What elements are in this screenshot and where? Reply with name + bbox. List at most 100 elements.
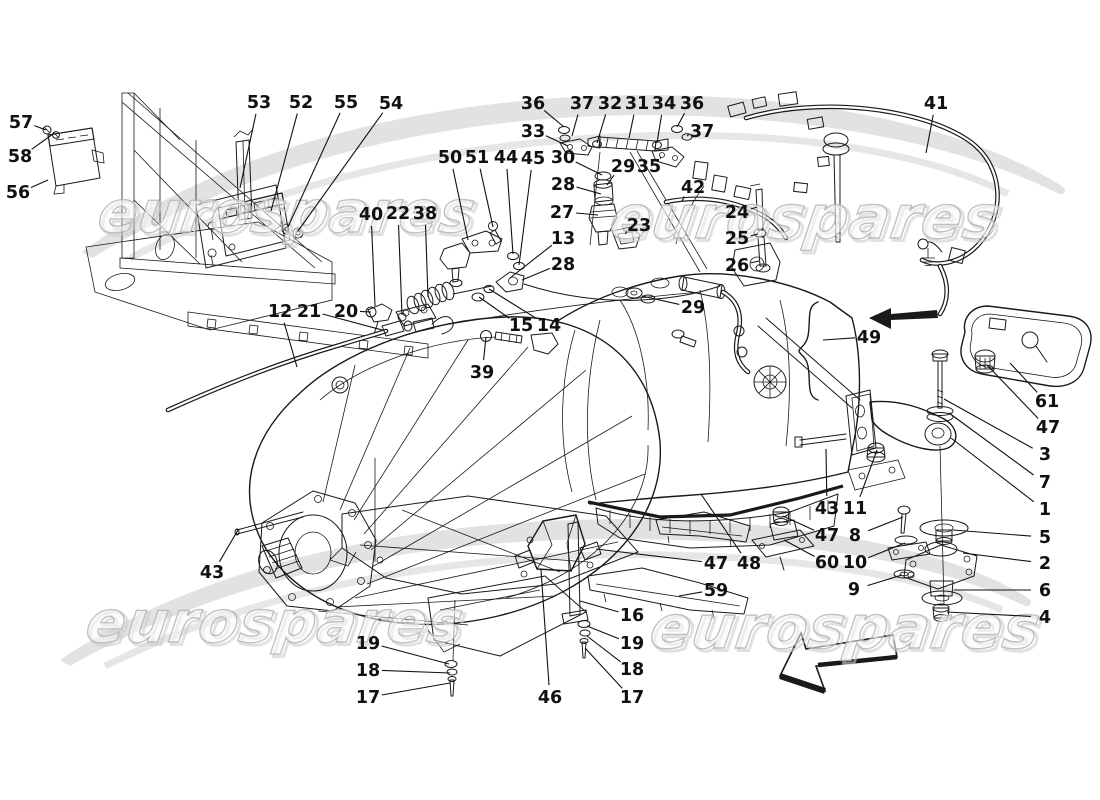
- selector-rod-parts: [558, 125, 708, 273]
- screws-left: [444, 599, 458, 697]
- direction-arrow-large: [778, 630, 898, 694]
- part-number-36: 36: [521, 94, 545, 114]
- part-number-49: 49: [857, 328, 881, 348]
- part-number-54: 54: [379, 94, 403, 114]
- part-number-32: 32: [598, 94, 622, 114]
- part-number-34: 34: [652, 94, 676, 114]
- leader-line-13-20: [509, 244, 553, 279]
- part-number-44: 44: [494, 148, 518, 168]
- watermark-shadow-3: eurospares: [649, 596, 1048, 666]
- leader-line-59-70: [678, 591, 703, 597]
- sensor-stack: [588, 171, 697, 348]
- leader-line-24-23: [750, 206, 758, 210]
- washer-5: [919, 519, 969, 545]
- part-number-10: 10: [843, 553, 867, 573]
- part-number-31: 31: [625, 94, 649, 114]
- leader-line-30-15: [575, 161, 603, 176]
- washer-54: [292, 227, 304, 239]
- leader-line-32-9: [596, 114, 607, 144]
- leader-line-16-64: [579, 600, 619, 613]
- watermark-text-2: eurospares: [82, 588, 468, 656]
- leader-line-21-37: [322, 313, 383, 331]
- leader-line-52-4: [270, 113, 298, 212]
- part-number-40: 40: [359, 205, 383, 225]
- leader-line-17-67: [584, 647, 623, 689]
- splined-shaft: [258, 537, 303, 579]
- leader-line-57-0: [34, 125, 47, 131]
- sensor-27: [588, 203, 618, 233]
- part-number-37: 37: [570, 94, 594, 114]
- part-number-43: 43: [200, 563, 224, 583]
- part-number-30: 30: [551, 148, 575, 168]
- watermark-text-0: eurospares: [94, 178, 480, 246]
- leader-line-37-8: [571, 114, 579, 137]
- leader-line-58-1: [31, 133, 54, 150]
- harness-clip: [948, 246, 966, 264]
- part-number-13: 13: [551, 229, 575, 249]
- shield-upper: [655, 511, 751, 543]
- leader-line-61-43: [1009, 362, 1038, 393]
- part-number-5: 5: [1039, 528, 1051, 548]
- part-number-2: 2: [1039, 554, 1051, 574]
- part-number-11: 11: [843, 499, 867, 519]
- leader-line-56-2: [30, 179, 49, 189]
- watermark-text-3: eurospares: [646, 593, 1045, 663]
- stud-43-right: [799, 433, 847, 446]
- part-number-7: 7: [1039, 473, 1051, 493]
- part-number-42: 42: [681, 178, 705, 198]
- part-number-26: 26: [725, 256, 749, 276]
- rear-mount-assembly: [794, 349, 978, 622]
- nut-47: [974, 349, 996, 374]
- leader-line-9-58: [867, 574, 903, 587]
- part-number-23: 23: [627, 216, 651, 236]
- washer-9: [893, 569, 915, 579]
- leader-line-34-11: [656, 114, 663, 144]
- support-plate-61: [960, 305, 1092, 388]
- part-number-29: 29: [681, 298, 705, 318]
- watermark-shadow-1: eurospares: [609, 186, 1008, 256]
- part-number-50: 50: [438, 148, 462, 168]
- rear-tower: [731, 242, 781, 287]
- part-number-51: 51: [465, 148, 489, 168]
- part-number-27: 27: [550, 203, 574, 223]
- shield-59: [587, 567, 749, 615]
- part-number-22: 22: [386, 204, 410, 224]
- part-number-47: 47: [1036, 418, 1060, 438]
- direction-arrow-small: [869, 308, 938, 329]
- leader-line-54-6: [297, 112, 384, 232]
- brace-49: [798, 301, 819, 401]
- leader-line-27-19: [575, 212, 599, 216]
- part-number-38: 38: [413, 204, 437, 224]
- part-number-47: 47: [815, 526, 839, 546]
- part-number-1: 1: [1039, 500, 1051, 520]
- shield-left: [341, 495, 639, 595]
- part-number-21: 21: [297, 302, 321, 322]
- part-number-20: 20: [334, 302, 358, 322]
- watermark-text-1: eurospares: [606, 183, 1005, 253]
- bolt-3: [931, 349, 949, 409]
- leader-line-43-52: [825, 448, 828, 497]
- leader-line-2-49: [962, 552, 1032, 563]
- part-number-6: 6: [1039, 581, 1051, 601]
- leader-line-38-35: [424, 224, 429, 298]
- part-number-16: 16: [620, 606, 644, 626]
- bracket-53: [235, 139, 253, 221]
- watermark-layer: eurospares eurospares eurospares eurospares…: [81, 178, 1049, 667]
- part-number-15: 15: [509, 316, 533, 336]
- leader-line-45-32: [518, 169, 532, 266]
- nut-4: [932, 603, 950, 622]
- leader-line-35-17: [659, 156, 662, 160]
- leader-line-22-34: [397, 224, 403, 316]
- leader-line-3-45: [943, 398, 1033, 449]
- oil-tube: [749, 183, 771, 273]
- leader-line-42-22: [681, 196, 685, 202]
- leader-line-53-3: [239, 113, 257, 189]
- leader-line-47-54: [782, 515, 815, 531]
- technical-illustration: [42, 91, 1092, 697]
- leader-line-25-24: [750, 233, 759, 237]
- leader-line-5-48: [952, 529, 1032, 537]
- leader-line-31-10: [628, 114, 635, 139]
- washer-7b: [926, 412, 954, 422]
